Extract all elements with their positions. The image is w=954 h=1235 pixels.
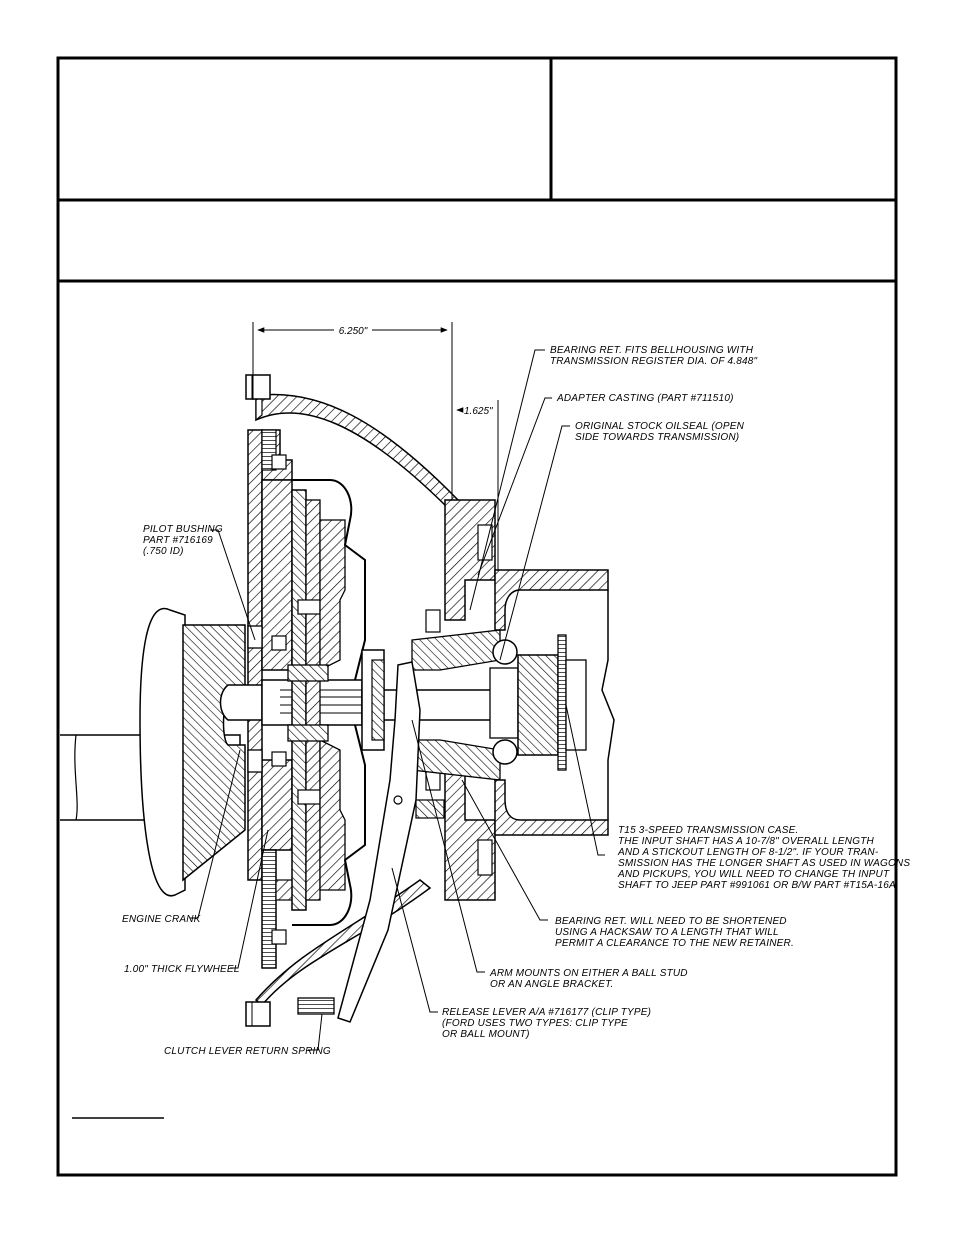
svg-text:TRANSMISSION REGISTER DIA. OF: TRANSMISSION REGISTER DIA. OF 4.848"	[550, 356, 758, 367]
svg-text:CLUTCH LEVER RETURN SPRING: CLUTCH LEVER RETURN SPRING	[164, 1046, 331, 1057]
svg-text:PART #716169: PART #716169	[143, 535, 213, 546]
callout-return-spring: CLUTCH LEVER RETURN SPRING	[164, 1046, 331, 1057]
svg-text:AND PICKUPS, YOU WILL NEED TO: AND PICKUPS, YOU WILL NEED TO CHANGE TH …	[617, 869, 890, 880]
bearing-ball-bottom	[492, 739, 518, 765]
svg-text:OR AN ANGLE BRACKET.: OR AN ANGLE BRACKET.	[490, 979, 613, 990]
svg-text:ADAPTER CASTING (PART #711510): ADAPTER CASTING (PART #711510)	[556, 393, 734, 404]
svg-text:ARM MOUNTS ON EITHER A BALL ST: ARM MOUNTS ON EITHER A BALL STUD	[489, 968, 688, 979]
callout-oilseal: ORIGINAL STOCK OILSEAL (OPEN SIDE TOWARD…	[575, 421, 745, 443]
adapter-casting	[411, 499, 501, 901]
callout-adapter-casting: ADAPTER CASTING (PART #711510)	[556, 393, 734, 404]
clutch-disc	[291, 489, 307, 911]
svg-text:USING A HACKSAW TO A LENGTH TH: USING A HACKSAW TO A LENGTH THAT WILL	[555, 927, 779, 938]
release-lever	[337, 661, 421, 1023]
svg-text:RELEASE LEVER A/A #716177 (CLI: RELEASE LEVER A/A #716177 (CLIP TYPE)	[442, 1007, 651, 1018]
svg-text:SMISSION HAS THE LONGER SHAFT: SMISSION HAS THE LONGER SHAFT AS USED IN…	[618, 858, 910, 869]
svg-text:(.750 ID): (.750 ID)	[143, 546, 184, 557]
bolts	[245, 374, 287, 1027]
sheet-border	[56, 56, 898, 1177]
svg-text:T15 3-SPEED TRANSMISSION CASE.: T15 3-SPEED TRANSMISSION CASE.	[618, 825, 799, 836]
release-lever-return-spring	[297, 997, 335, 1015]
svg-text:1.00" THICK FLYWHEEL: 1.00" THICK FLYWHEEL	[124, 964, 240, 975]
callout-arm-mounts: ARM MOUNTS ON EITHER A BALL STUD OR AN A…	[489, 968, 688, 990]
svg-text:SHAFT TO JEEP PART #991061 OR: SHAFT TO JEEP PART #991061 OR B/W PART #…	[618, 880, 896, 891]
transmission-case	[489, 569, 615, 836]
dimension-adapter-offset: 1.625"	[464, 406, 493, 417]
dimension-overall-length: 6.250"	[339, 326, 368, 337]
callout-flywheel: 1.00" THICK FLYWHEEL	[124, 964, 240, 975]
svg-text:ENGINE CRANK: ENGINE CRANK	[122, 914, 202, 925]
svg-text:OR BALL MOUNT): OR BALL MOUNT)	[442, 1029, 530, 1040]
crank-flange	[139, 607, 186, 897]
svg-text:ORIGINAL STOCK OILSEAL (OPEN: ORIGINAL STOCK OILSEAL (OPEN	[575, 421, 745, 432]
engine-crank	[60, 607, 246, 897]
svg-text:PERMIT A CLEARANCE TO THE NEW: PERMIT A CLEARANCE TO THE NEW RETAINER.	[555, 938, 794, 949]
callout-bearing-ret-shorten: BEARING RET. WILL NEED TO BE SHORTENED U…	[555, 916, 794, 949]
svg-text:THE INPUT SHAFT HAS A 10-7/8": THE INPUT SHAFT HAS A 10-7/8" OVERALL LE…	[618, 836, 875, 847]
svg-text:SIDE TOWARDS TRANSMISSION): SIDE TOWARDS TRANSMISSION)	[575, 432, 739, 443]
svg-text:PILOT BUSHING: PILOT BUSHING	[143, 524, 223, 535]
dimension-lines	[252, 322, 499, 570]
title-block	[56, 56, 898, 1177]
ring-gear	[261, 849, 277, 969]
bearing-retainer	[411, 629, 501, 671]
svg-text:AND A STICKOUT LENGTH OF 8-1/2: AND A STICKOUT LENGTH OF 8-1/2". IF YOUR…	[617, 847, 879, 858]
callout-bearing-retainer: BEARING RET. FITS BELLHOUSING WITH TRANS…	[550, 345, 758, 367]
callout-release-lever: RELEASE LEVER A/A #716177 (CLIP TYPE) (F…	[442, 1007, 651, 1040]
pressure-plate	[319, 519, 346, 672]
main-drive-gear	[517, 654, 559, 756]
callout-engine-crank: ENGINE CRANK	[122, 914, 202, 925]
pressure-plate-cover	[292, 479, 366, 681]
callout-transmission-case: T15 3-SPEED TRANSMISSION CASE. THE INPUT…	[617, 825, 910, 891]
svg-text:BEARING RET. WILL NEED TO BE S: BEARING RET. WILL NEED TO BE SHORTENED	[555, 916, 787, 927]
release-lever-assembly	[297, 649, 445, 1023]
crank-hub	[182, 624, 246, 882]
bearing-ball-top	[492, 639, 518, 665]
svg-text:BEARING RET. FITS BELLHOUSING: BEARING RET. FITS BELLHOUSING WITH	[550, 345, 754, 356]
svg-text:(FORD USES TWO TYPES: CLIP TYP: (FORD USES TWO TYPES: CLIP TYPE	[442, 1018, 628, 1029]
leader-lines	[190, 349, 605, 1051]
clutch-assembly	[287, 479, 366, 926]
callout-pilot-bushing: PILOT BUSHING PART #716169 (.750 ID)	[143, 524, 223, 557]
